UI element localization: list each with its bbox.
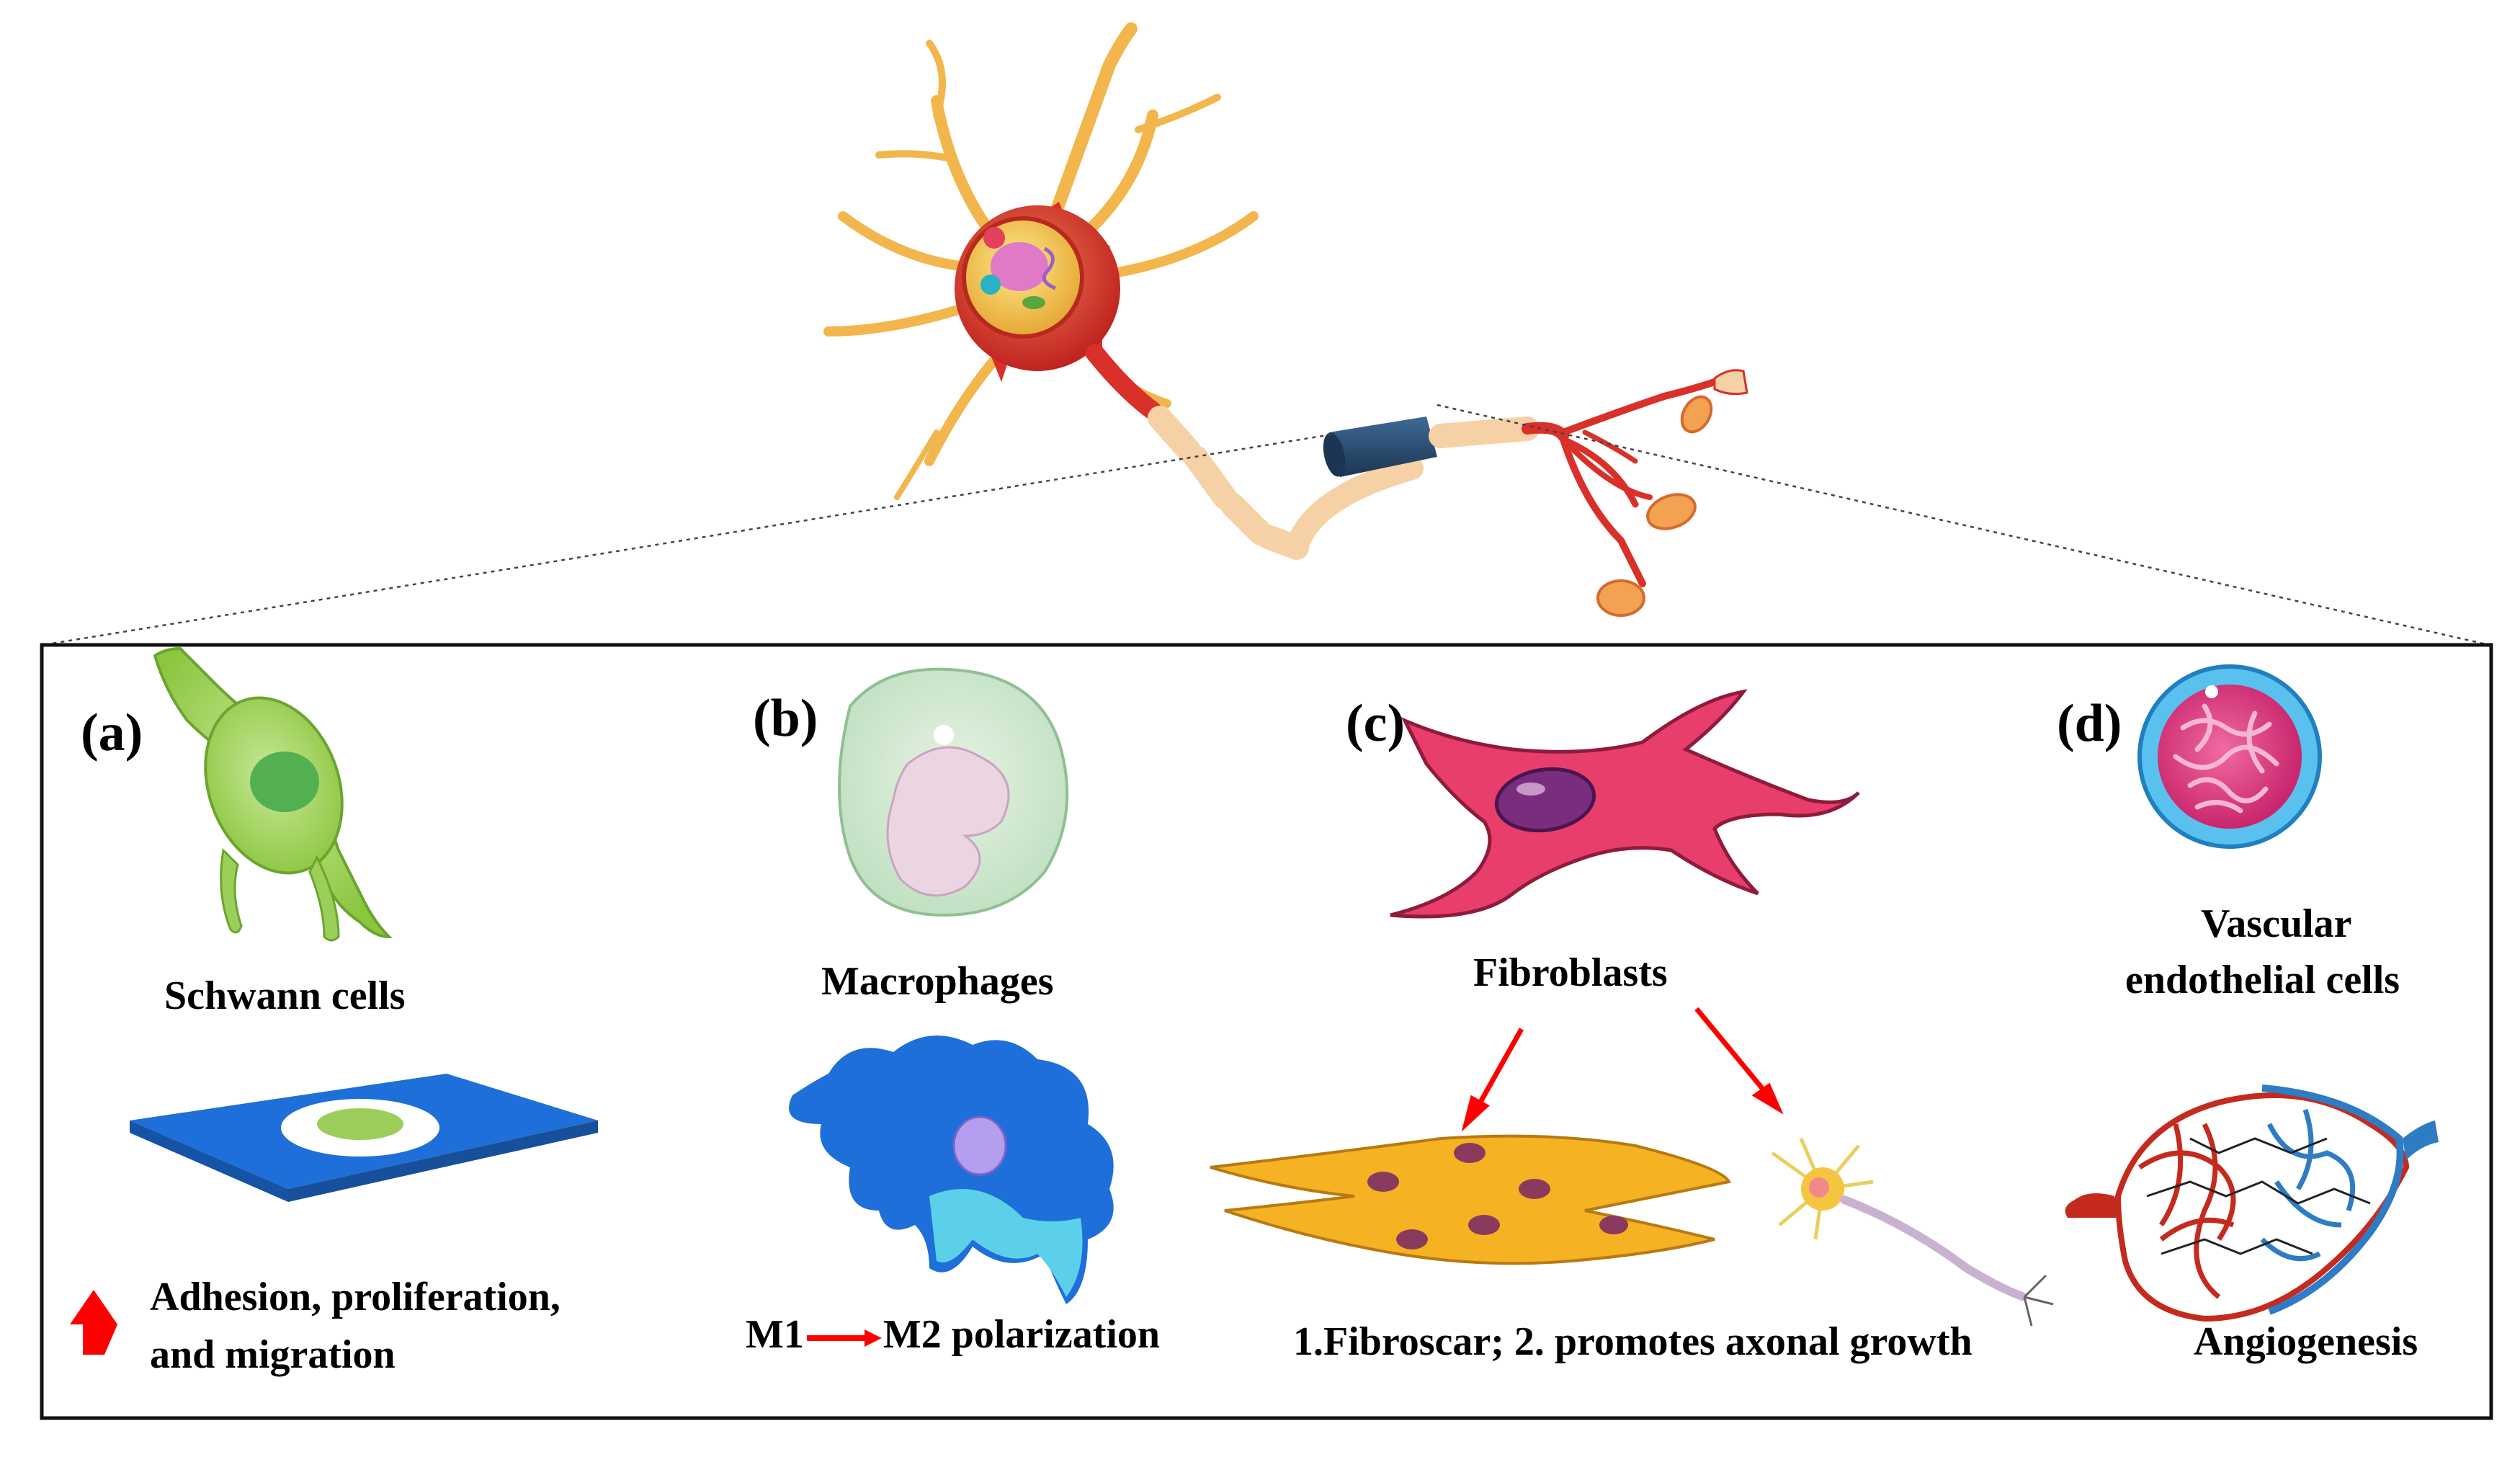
- panel-a-cell-name: Schwann cells: [164, 973, 406, 1018]
- panel-d-cell-name-line1: Vascular: [2201, 901, 2352, 946]
- m2-label: M2 polarization: [883, 1312, 1161, 1357]
- panel-c-effect: 1.Fibroscar; 2. promotes axonal growth: [1293, 1319, 1972, 1364]
- axon-terminals: [1522, 378, 1718, 587]
- synaptic-boutons: [1596, 395, 1713, 617]
- panel-d-cell-name-line2: endothelial cells: [2125, 958, 2400, 1002]
- panel-d-letter: (d): [2057, 694, 2122, 753]
- fibroblast-branch-arrows: [1461, 1007, 1784, 1132]
- schwann-cell-illustration: [153, 646, 393, 942]
- m2-nucleus: [952, 1115, 1007, 1176]
- neuron-illustration: [823, 22, 1748, 617]
- panel-a-effect-line2: and migration: [150, 1332, 396, 1377]
- nucleolus: [991, 242, 1048, 291]
- myelin-sheath: [1148, 406, 1309, 560]
- scaffold-illustration: [130, 1074, 598, 1202]
- endothelial-cell-illustration: [2137, 664, 2322, 849]
- zoom-guide-lines: [43, 404, 2490, 646]
- panel-frame: [40, 643, 2493, 1420]
- panel-a-letter: (a): [81, 703, 143, 762]
- small-neuron-illustration: [1771, 1138, 2054, 1327]
- macrophage-illustration: [838, 667, 1069, 917]
- panel-b-effect: M1 M2 polarization: [746, 1311, 1160, 1358]
- panel-b-cell-name: Macrophages: [821, 959, 1054, 1004]
- panel-d-effect: Angiogenesis: [2194, 1319, 2418, 1364]
- schwann-nucleus: [250, 752, 319, 812]
- panel-c-cell-name: Fibroblasts: [1473, 950, 1668, 995]
- m1-label: M1: [746, 1312, 804, 1357]
- panel-b-letter: (b): [753, 689, 818, 748]
- red-right-arrow-icon: [806, 1329, 882, 1347]
- fibroblast-illustration: [1390, 689, 1860, 919]
- panel-a-effect-line1: Adhesion, proliferation,: [150, 1275, 560, 1319]
- fibroscar-illustration: [1210, 1134, 1731, 1265]
- angiogenesis-illustration: [2065, 1084, 2439, 1322]
- nerve-conduit: [1323, 416, 1437, 477]
- m2-macrophage-illustration: [789, 1035, 1114, 1304]
- panel-c-letter: (c): [1346, 694, 1406, 753]
- red-up-arrow-icon: [70, 1290, 117, 1355]
